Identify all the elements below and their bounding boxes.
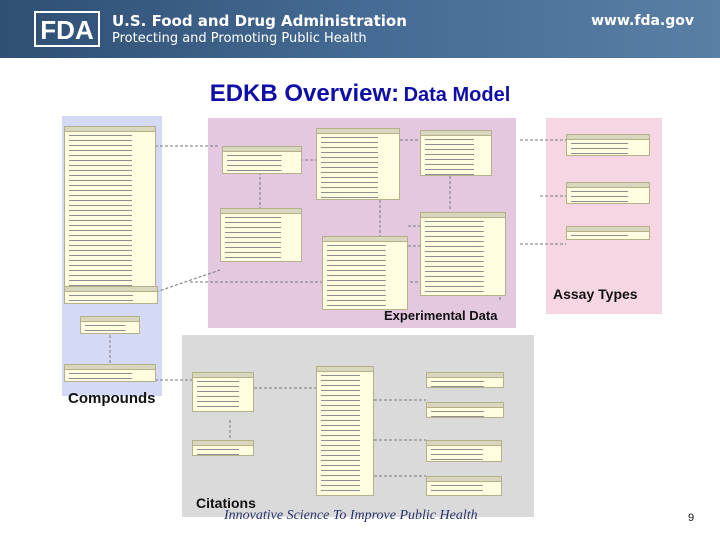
compound-type-table [80, 316, 140, 334]
fda-logo-text: FDA [40, 15, 94, 45]
footer-tagline: Innovative Science To Improve Public Hea… [224, 508, 478, 523]
slide-title-sub: Data Model [403, 84, 511, 106]
result-table [420, 130, 492, 176]
website-url: www.fda.gov [591, 13, 694, 29]
author-table [192, 372, 254, 412]
compound-name-table [64, 364, 156, 382]
header-banner: FDA U.S. Food and Drug Administration Pr… [0, 0, 720, 58]
measurement-table [322, 236, 408, 310]
reference-table [426, 372, 504, 388]
experiment-type-table [222, 146, 302, 174]
assay-type-table [566, 134, 650, 156]
assay-value-table [420, 212, 506, 296]
slide-title-main: EDKB Overview: [209, 80, 400, 107]
agency-tagline: Protecting and Promoting Public Health [112, 31, 367, 46]
compound-class-table [64, 286, 158, 304]
compound-table [64, 126, 156, 292]
journal-table [426, 476, 502, 496]
publication-table [426, 440, 502, 462]
assay-table [566, 182, 650, 204]
fda-logo: FDA [34, 11, 100, 47]
experimental-data-label: Experimental Data [384, 308, 498, 323]
assay-class-table [566, 226, 650, 240]
citation-table [316, 366, 374, 496]
page-number: 9 [688, 512, 695, 524]
agency-name: U.S. Food and Drug Administration [112, 12, 407, 30]
citations-label: Citations [196, 495, 256, 511]
experiment-table [316, 128, 400, 200]
assay-types-label: Assay Types [553, 286, 638, 302]
compounds-label: Compounds [68, 390, 156, 407]
dose-table [220, 208, 302, 262]
citation-type-table [192, 440, 254, 456]
reference-link-table [426, 402, 504, 418]
slide-title: EDKB Overview: Data Model [0, 80, 720, 108]
